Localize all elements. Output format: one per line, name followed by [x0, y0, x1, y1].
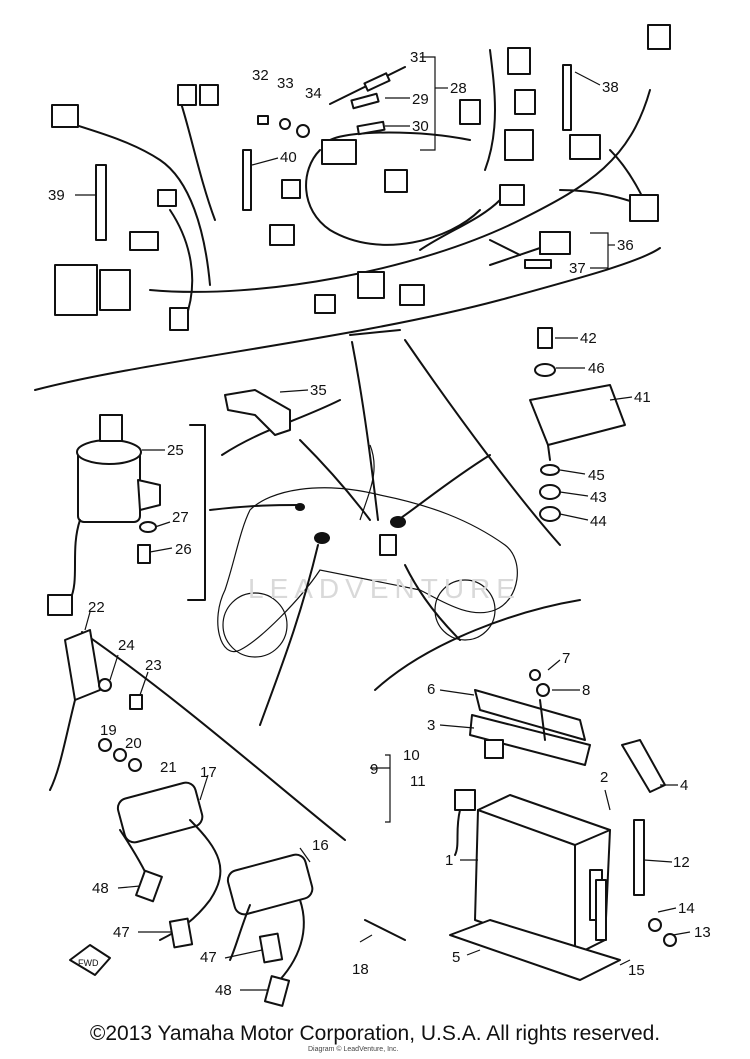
- callout-33: 33: [277, 75, 294, 92]
- callout-19: 19: [100, 722, 117, 739]
- copyright-notice: ©2013 Yamaha Motor Corporation, U.S.A. A…: [89, 1022, 661, 1045]
- callout-numbers: 1 2 3 4 5 6 7 8 9 10 11 12 13 14 15 16 1…: [48, 49, 711, 999]
- ignition-coils: FWD: [69, 738, 406, 1007]
- callout-5: 5: [452, 949, 460, 966]
- callout-25: 25: [167, 442, 184, 459]
- callout-46: 46: [588, 360, 605, 377]
- bracket-35: [224, 389, 291, 436]
- relay-22: [49, 629, 143, 791]
- callout-34: 34: [305, 85, 322, 102]
- battery-assembly: [449, 669, 677, 981]
- wire-harness: [51, 24, 671, 331]
- callout-22: 22: [88, 599, 105, 616]
- rectifier-assembly: [529, 327, 626, 522]
- watermark: LEADVENTURE: [248, 573, 521, 604]
- callout-6: 6: [427, 681, 435, 698]
- callout-43: 43: [590, 489, 607, 506]
- callout-32: 32: [252, 67, 269, 84]
- callout-20: 20: [125, 735, 142, 752]
- callout-48b: 48: [215, 982, 232, 999]
- callout-30: 30: [412, 118, 429, 135]
- callout-13: 13: [694, 924, 711, 941]
- callout-21: 21: [160, 759, 177, 776]
- callout-38: 38: [602, 79, 619, 96]
- callout-15: 15: [628, 962, 645, 979]
- harness-small-parts: [95, 64, 572, 269]
- pointer-arrows: [209, 341, 491, 726]
- callout-27: 27: [172, 509, 189, 526]
- ignition-switch: [47, 414, 161, 616]
- callout-17: 17: [200, 764, 217, 781]
- callout-24: 24: [118, 637, 135, 654]
- callout-44: 44: [590, 513, 607, 530]
- fwd-label: FWD: [78, 958, 99, 968]
- callout-39: 39: [48, 187, 65, 204]
- callout-18: 18: [352, 961, 369, 978]
- callout-7: 7: [562, 650, 570, 667]
- callout-36: 36: [617, 237, 634, 254]
- callout-41: 41: [634, 389, 651, 406]
- callout-2: 2: [600, 769, 608, 786]
- callout-1: 1: [445, 852, 453, 869]
- callout-29: 29: [412, 91, 429, 108]
- callout-31: 31: [410, 49, 427, 66]
- callout-47b: 47: [200, 949, 217, 966]
- callout-35: 35: [310, 382, 327, 399]
- callout-26: 26: [175, 541, 192, 558]
- callout-10: 10: [403, 747, 420, 764]
- callout-40: 40: [280, 149, 297, 166]
- callout-47a: 47: [113, 924, 130, 941]
- callout-37: 37: [569, 260, 586, 277]
- callout-45: 45: [588, 467, 605, 484]
- callout-23: 23: [145, 657, 162, 674]
- copyright-subnotice: Diagram © LeadVenture, Inc.: [308, 1046, 399, 1053]
- callout-42: 42: [580, 330, 597, 347]
- callout-9: 9: [370, 761, 378, 778]
- leader-lines: [75, 56, 691, 991]
- callout-12: 12: [673, 854, 690, 871]
- callout-8: 8: [582, 682, 590, 699]
- callout-28: 28: [450, 80, 467, 97]
- callout-48a: 48: [92, 880, 109, 897]
- motorcycle-outline: LEADVENTURE: [217, 444, 521, 658]
- callout-4: 4: [680, 777, 688, 794]
- callout-3: 3: [427, 717, 435, 734]
- callout-11: 11: [410, 773, 426, 790]
- callout-16: 16: [312, 837, 329, 854]
- callout-14: 14: [678, 900, 695, 917]
